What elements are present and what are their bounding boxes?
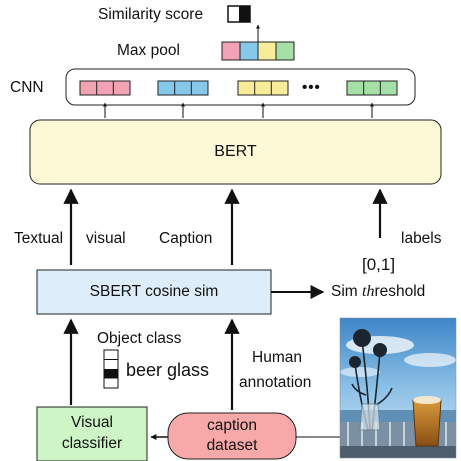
beer-glass-photo [339, 317, 457, 459]
annotation-label: annotation [239, 374, 312, 391]
human-label: Human [252, 349, 302, 366]
caption-label: Caption [159, 230, 213, 247]
sbert-title: SBERT cosine sim [89, 283, 219, 300]
visual-classifier-label: Visual classifier [37, 407, 147, 461]
ellipsis-label: ••• [302, 79, 321, 96]
cnn-segment-yellow [237, 80, 289, 96]
caption-dataset-label: caption dataset [168, 413, 296, 459]
visual-classifier-line2: classifier [61, 435, 123, 452]
caption-dataset-box [167, 412, 297, 460]
labels-label: labels [401, 230, 442, 247]
beer-glass-label: beer glass [126, 360, 210, 380]
visual-classifier-line1: Visual [71, 414, 113, 432]
bert-title: BERT [214, 143, 257, 160]
visual-label: visual [86, 230, 126, 247]
object-class-indicator [103, 349, 119, 389]
caption-dataset-line2: dataset [206, 437, 258, 454]
sim-threshold-label: Sim threshold [331, 284, 425, 300]
textual-label: Textual [14, 230, 64, 247]
sim-threshold-th: th [362, 283, 375, 300]
sim-threshold-rest: reshold [374, 283, 426, 300]
similarity-score-bar [227, 5, 251, 23]
range-label: [0,1] [362, 255, 396, 274]
cnn-segment-pink [79, 80, 131, 96]
object-class-label: Object class [97, 330, 182, 347]
sbert-box [36, 269, 272, 315]
cnn-segment-blue [157, 80, 209, 96]
caption-dataset-line1: caption [207, 416, 257, 434]
cnn-segment-green [346, 80, 398, 96]
bert-box [29, 119, 442, 185]
similarity-score-label: Similarity score [98, 6, 204, 23]
visual-classifier-box [36, 406, 148, 461]
cnn-label: CNN [10, 79, 44, 96]
max-pool-cells [221, 41, 295, 61]
max-pool-label: Max pool [117, 42, 180, 59]
sim-threshold-sim: Sim [331, 283, 358, 300]
